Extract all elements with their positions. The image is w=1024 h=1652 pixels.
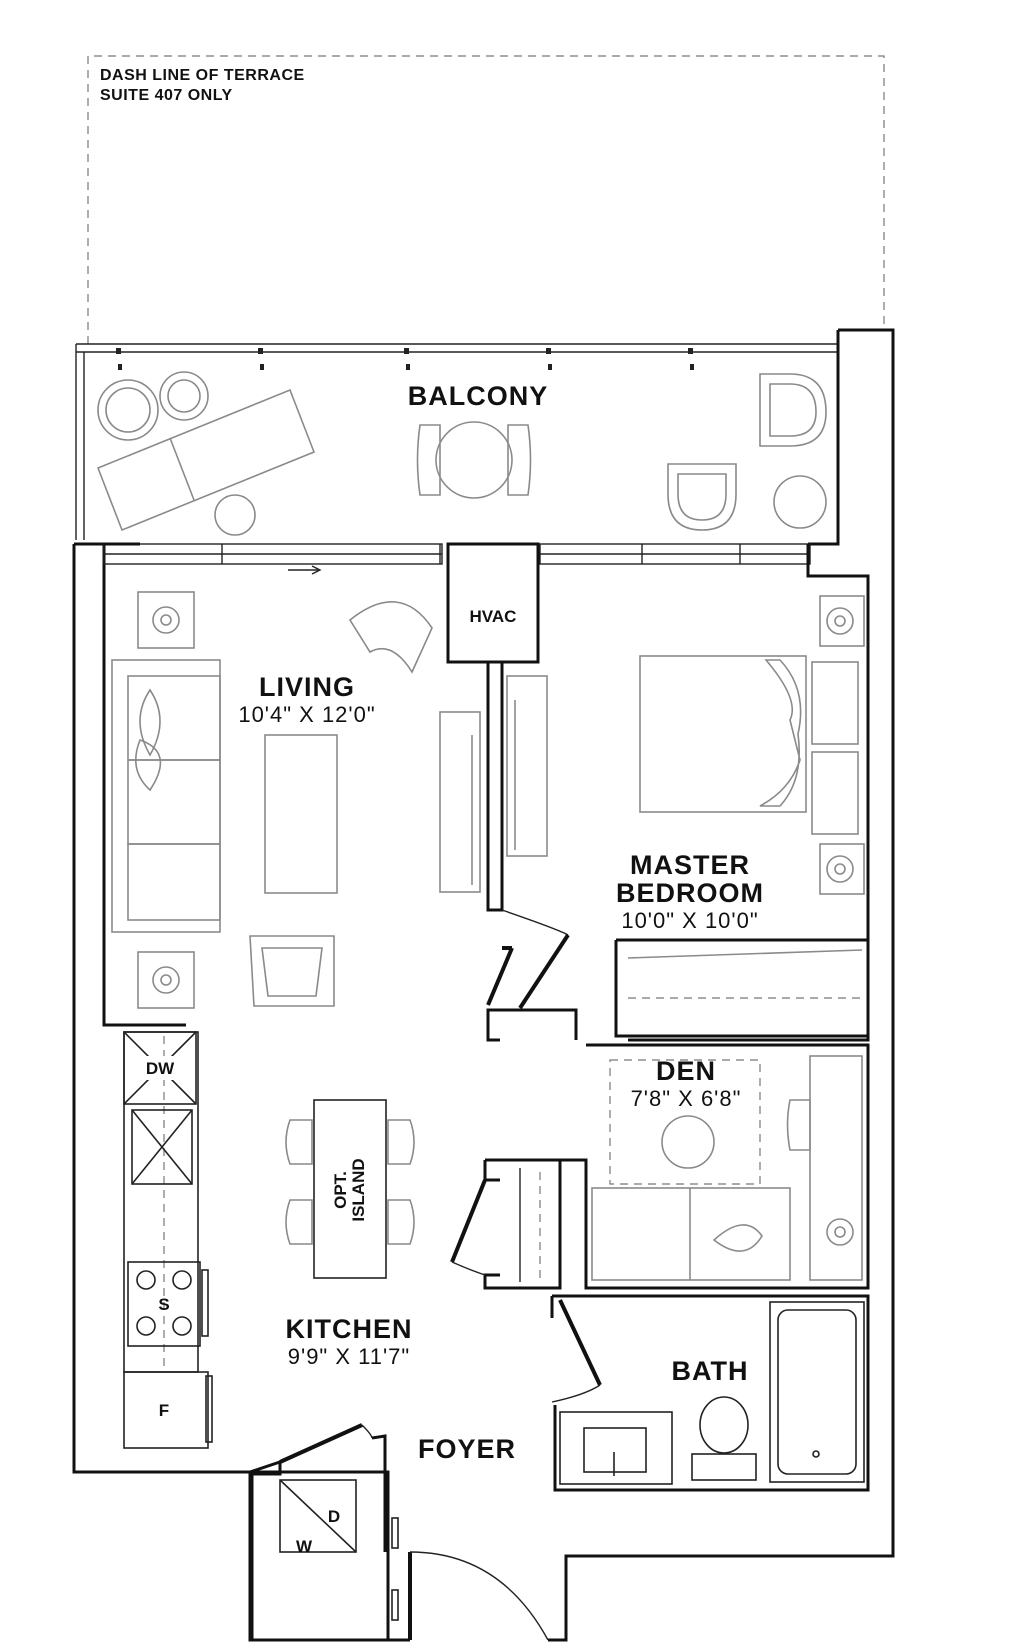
bedroom-furniture — [627, 595, 865, 999]
foyer-label: FOYER — [418, 1434, 516, 1464]
living-furniture — [111, 591, 548, 1009]
master-bedroom-label-2: BEDROOM — [616, 878, 764, 908]
dryer-label: D — [328, 1507, 340, 1526]
den-size: 7'8" X 6'8" — [631, 1086, 742, 1111]
washer-label: W — [296, 1537, 313, 1556]
bath-label: BATH — [672, 1356, 749, 1386]
terrace-note-line2: SUITE 407 ONLY — [100, 87, 233, 104]
laundry-fixtures — [279, 1479, 399, 1621]
terrace-note-line1: DASH LINE OF TERRACE — [100, 67, 305, 84]
stove-label: S — [158, 1295, 169, 1314]
den-furniture — [591, 1055, 863, 1281]
hvac-label: HVAC — [470, 607, 517, 626]
den-label: DEN — [656, 1056, 716, 1086]
terrace-dash-outline — [87, 55, 885, 344]
interior-walls — [102, 542, 870, 1642]
island-label-2: ISLAND — [349, 1158, 368, 1221]
sliding-door-arrow — [288, 565, 322, 575]
kitchen-fixtures — [123, 1031, 415, 1449]
balcony-label: BALCONY — [408, 381, 549, 411]
bath-fixtures — [559, 1301, 865, 1485]
balcony-furniture — [96, 371, 827, 536]
window-wall — [103, 542, 811, 565]
doors — [279, 909, 602, 1641]
master-bedroom-size: 10'0" X 10'0" — [621, 908, 758, 933]
master-bedroom-label-1: MASTER — [630, 850, 750, 880]
kitchen-label: KITCHEN — [286, 1314, 413, 1344]
fridge-label: F — [159, 1401, 169, 1420]
living-size: 10'4" X 12'0" — [238, 702, 375, 727]
island-label-1: OPT. — [331, 1171, 350, 1209]
kitchen-size: 9'9" X 11'7" — [288, 1344, 410, 1369]
balcony-railing — [75, 343, 838, 540]
island-label-group: OPT. ISLAND — [331, 1158, 368, 1221]
living-label: LIVING — [259, 672, 355, 702]
dishwasher-label: DW — [146, 1059, 175, 1078]
